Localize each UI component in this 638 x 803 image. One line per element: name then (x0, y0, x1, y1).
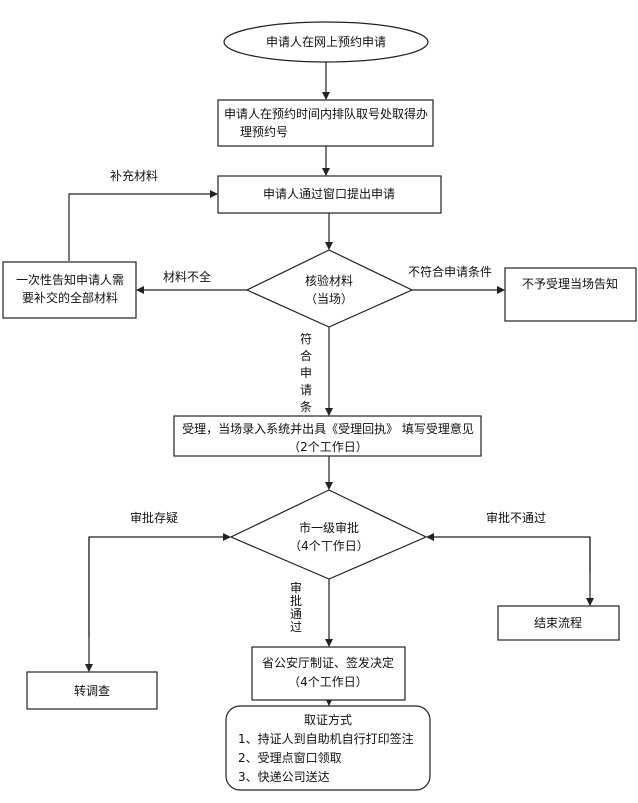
label-passed-char: 过 (290, 620, 302, 634)
arrow-not-passed-in (426, 533, 591, 572)
label-eligible-char: 请 (300, 383, 312, 397)
label-passed-char: 审 (290, 580, 302, 595)
label-not-eligible: 不符合申请条件 (408, 264, 492, 279)
node-issue-line2: （4个工作日） (288, 675, 368, 689)
node-submit-label: 申请人通过窗口提出申请 (263, 186, 395, 201)
label-not-passed: 审批不通过 (486, 510, 546, 525)
node-accept-line1: 受理，当场录入系统并出具《受理回执》 填写受理意见 (182, 421, 474, 436)
connectors (68, 62, 594, 706)
node-investigate: 转调查 (26, 671, 158, 710)
label-eligible-char: 符 (300, 331, 312, 346)
label-eligible-char: 合 (300, 348, 312, 363)
label-passed-char: 批 (290, 593, 302, 608)
node-pickup-title: 取证方式 (304, 712, 352, 727)
node-pickup: 取证方式 1、持证人到自助机自行打印签注 2、受理点窗口领取 3、快递公司送达 (225, 705, 431, 791)
label-supplement: 补充材料 (110, 168, 158, 183)
label-passed-char: 通 (290, 607, 302, 621)
node-queue: 申请人在预约时间内排队取号处取得办 理预约号 (217, 99, 434, 147)
label-eligible: 符 合 申 请 条 (300, 331, 312, 414)
node-submit: 申请人通过窗口提出申请 (217, 175, 442, 214)
node-issue-line1: 省公安厅制证、签发决定 (262, 655, 394, 670)
arrow-doubt-in (88, 533, 231, 637)
node-end-process: 结束流程 (497, 605, 620, 641)
node-reject: 不予受理当场告知 (504, 267, 637, 322)
node-city-approval: 市一级审批 （4个丅作日） (229, 489, 428, 580)
node-notify-line1: 一次性告知申请人需 (16, 273, 124, 287)
node-end-label: 结束流程 (534, 615, 582, 630)
node-start-label: 申请人在网上预约申请 (266, 34, 386, 49)
label-incomplete: 材料不全 (163, 269, 211, 284)
node-city-line1: 市一级审批 (299, 520, 359, 535)
label-passed: 审 批 通 过 (290, 580, 302, 634)
node-issue: 省公安厅制证、签发决定 （4个工作日） (251, 646, 406, 701)
node-accept-line2: （2个工作日） (288, 440, 368, 454)
node-reject-label: 不予受理当场告知 (522, 277, 618, 291)
node-pickup-option-3: 3、快递公司送达 (238, 769, 330, 784)
node-notify-missing: 一次性告知申请人需 要补交的全部材料 (2, 261, 137, 319)
label-doubt: 审批存疑 (130, 510, 178, 525)
node-start: 申请人在网上预约申请 (223, 21, 429, 63)
label-eligible-char: 条 (300, 400, 312, 414)
node-pickup-option-2: 2、受理点窗口领取 (238, 751, 342, 765)
label-eligible-char: 申 (300, 366, 312, 380)
node-verify-line1: 核验材料 (305, 273, 353, 288)
node-verify-line2: （当场） (305, 292, 353, 306)
node-queue-line2: 理预约号 (240, 124, 288, 139)
node-notify-line2: 要补交的全部材料 (22, 290, 118, 305)
node-pickup-option-1: 1、持证人到自助机自行打印签注 (238, 731, 414, 746)
node-verify: 核验材料 （当场） (245, 249, 414, 328)
arrow-supplement (68, 190, 218, 261)
node-city-line2: （4个丅作日） (289, 539, 369, 553)
node-accept: 受理，当场录入系统并出具《受理回执》 填写受理意见 （2个工作日） (173, 415, 482, 457)
node-queue-line1: 申请人在预约时间内排队取号处取得办 (224, 106, 428, 121)
node-investigate-label: 转调查 (74, 683, 110, 698)
